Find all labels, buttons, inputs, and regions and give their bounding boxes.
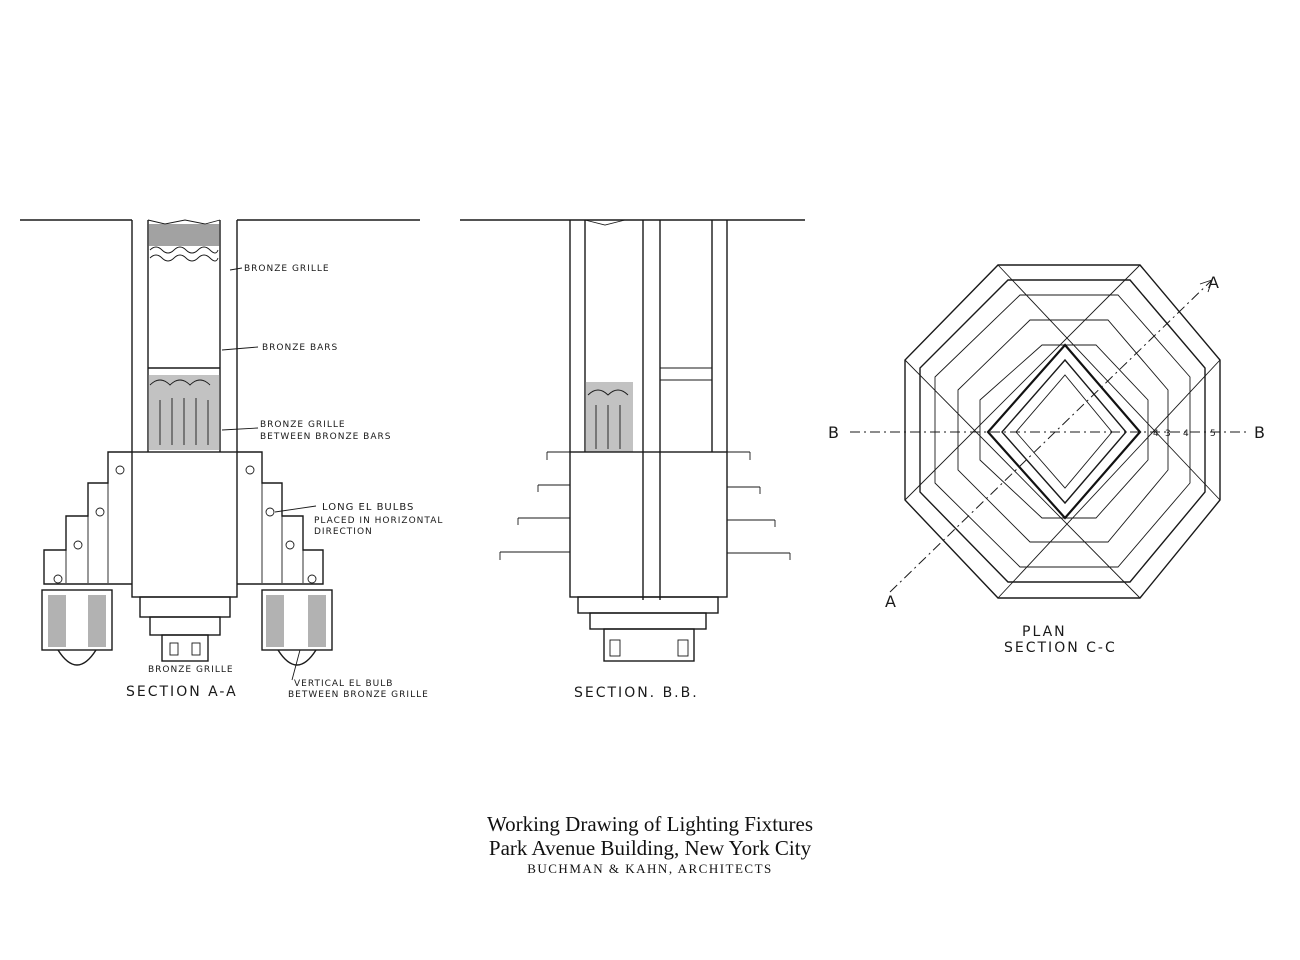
right-pendant	[261, 589, 333, 666]
section-b-grille	[585, 382, 633, 452]
caption-architects: BUCHMAN & KAHN, ARCHITECTS	[527, 861, 773, 876]
section-a-title: SECTION A-A	[126, 684, 238, 700]
caption-title: Working Drawing of Lighting Fixtures	[486, 812, 814, 836]
section-b-bottom-grille	[577, 596, 719, 662]
label-placed-in-2: DIRECTION	[314, 527, 373, 537]
label-placed-in-1: PLACED IN HORIZONTAL	[314, 516, 443, 526]
plan-section-c-c-drawing	[850, 264, 1250, 599]
plan-dim-4: 5	[1210, 429, 1217, 439]
label-bronze-grille-bottom: BRONZE GRILLE	[148, 665, 234, 675]
label-long-el-bulbs: LONG EL BULBS	[322, 502, 414, 513]
label-bronze-bars: BRONZE BARS	[262, 343, 338, 353]
label-bronze-grille-top: BRONZE GRILLE	[244, 264, 330, 274]
label-vertical-2: BETWEEN BRONZE GRILLE	[288, 690, 429, 700]
plan-title-2: SECTION C-C	[1004, 640, 1117, 656]
plan-axis-b-right: B	[1254, 423, 1265, 442]
plan-title-1: PLAN	[1022, 624, 1067, 640]
section-a-a-drawing	[20, 219, 420, 681]
label-vertical-1: VERTICAL EL BULB	[294, 679, 393, 689]
section-b-title: SECTION. B.B.	[574, 685, 699, 701]
plan-dim-3: 4	[1183, 429, 1190, 439]
plan-dim-1: 4	[1153, 429, 1160, 439]
plan-axis-a-bottom: A	[885, 592, 896, 611]
top-grille	[148, 224, 220, 262]
bottom-grille	[139, 596, 231, 662]
left-pendant	[41, 589, 113, 666]
caption-subtitle: Park Avenue Building, New York City	[488, 836, 812, 860]
plan-dim-2: 3	[1165, 429, 1172, 439]
plan-axis-a-top: A	[1208, 273, 1219, 292]
section-b-b-drawing	[460, 219, 805, 662]
plan-axis-b-left: B	[828, 423, 839, 442]
lower-grille	[148, 375, 220, 450]
label-bronze-grille-between-2: BETWEEN BRONZE BARS	[260, 432, 391, 442]
label-bronze-grille-between-1: BRONZE GRILLE	[260, 420, 346, 430]
